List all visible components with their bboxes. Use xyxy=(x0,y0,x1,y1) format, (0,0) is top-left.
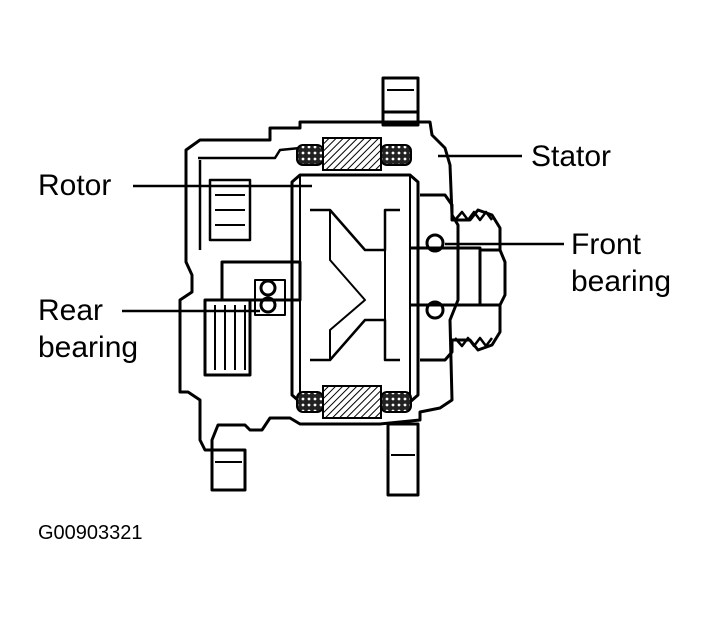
pulley-bottom xyxy=(454,336,493,348)
bottom-mount-right xyxy=(386,422,420,497)
rear-bearing-label-line2: bearing xyxy=(38,331,139,364)
rotor-shaft xyxy=(220,260,302,302)
rear-bearing-bottom xyxy=(259,296,277,314)
rear-bearing-label: Rear bearing xyxy=(38,292,138,366)
stator-coil-bottom-right xyxy=(380,391,412,413)
stator-core-top xyxy=(322,137,382,171)
stator-label: Stator xyxy=(531,140,612,173)
front-housing xyxy=(420,193,502,250)
front-bearing-bottom xyxy=(425,300,445,320)
stator-core-bottom xyxy=(322,385,382,419)
front-bearing-top xyxy=(425,233,445,253)
top-mount-boss xyxy=(381,76,420,114)
stator-coil-top-right xyxy=(380,144,412,166)
rear-bearing-top xyxy=(259,279,277,297)
front-bearing-label-line2: bearing xyxy=(571,265,672,298)
brush-holder xyxy=(203,298,252,377)
pulley-top xyxy=(454,210,493,222)
stator-coil-bottom-left xyxy=(296,391,324,413)
front-bearing-label-line1: Front xyxy=(571,228,642,261)
rear-housing xyxy=(178,120,460,452)
rotor-label: Rotor xyxy=(38,169,112,202)
bottom-mount-left xyxy=(210,448,247,492)
front-bearing-label: Front bearing xyxy=(571,226,671,300)
stator-coil-top-left xyxy=(296,144,324,166)
rear-bearing-label-line1: Rear xyxy=(38,294,104,327)
figure-code: G00903321 xyxy=(38,522,143,544)
